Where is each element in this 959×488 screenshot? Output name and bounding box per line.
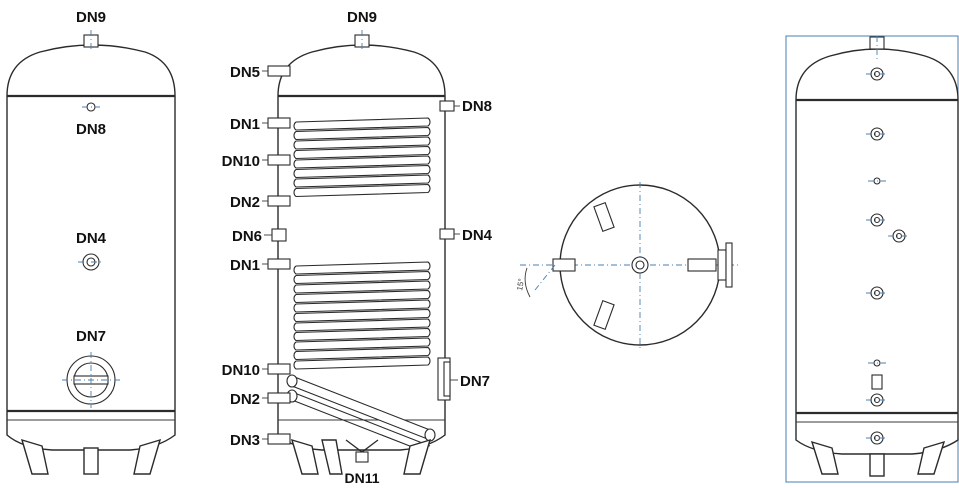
port-center-lines	[866, 73, 910, 439]
label-dn9: DN9	[347, 9, 377, 26]
external-flange-plate	[725, 242, 733, 288]
label-dn1-top: DN1	[230, 116, 260, 133]
coil-loop	[293, 155, 431, 169]
label-dn7: DN7	[76, 328, 106, 345]
external-flange	[717, 249, 727, 281]
coil-loop	[293, 356, 431, 370]
label-dn4: DN4	[462, 227, 493, 244]
leader-lines	[262, 70, 460, 440]
label-dn8: DN8	[76, 121, 106, 138]
coil-loop	[293, 289, 431, 304]
leg-right	[403, 438, 432, 475]
tank-shell	[6, 44, 176, 451]
label-dn2-bottom: DN2	[230, 391, 260, 408]
tank-section-view: DN9 DN5 DN8 DN1 DN10 DN2 DN6 DN4 DN1 DN1…	[222, 9, 493, 486]
leg-right	[133, 438, 162, 475]
coil-loop	[293, 337, 431, 351]
coil-loop	[293, 174, 431, 188]
side-ports	[870, 67, 906, 445]
leg-center	[869, 453, 885, 477]
coil-loop	[293, 126, 431, 141]
coil-loop	[293, 318, 431, 332]
upper-coil	[293, 117, 431, 198]
coil-loop	[293, 346, 431, 361]
side-port	[552, 258, 576, 272]
label-dn9: DN9	[76, 9, 106, 26]
left-nozzles	[267, 65, 291, 445]
angle-arc	[524, 267, 531, 298]
side-port	[687, 258, 717, 272]
leg-left	[290, 438, 319, 475]
coil-loop	[293, 270, 431, 285]
tank-side-view	[785, 35, 959, 483]
right-nozzles	[437, 100, 455, 401]
coil-loop	[293, 117, 431, 131]
label-dn4: DN4	[76, 230, 107, 247]
label-dn7: DN7	[460, 373, 490, 390]
coil-loop	[293, 261, 431, 275]
coil-loop	[293, 308, 431, 323]
center-port-inner	[635, 260, 645, 270]
leg-left	[810, 440, 839, 475]
angle-line	[534, 264, 556, 291]
leg-right	[917, 440, 946, 475]
leg-front	[321, 439, 343, 475]
leg-center	[83, 447, 99, 475]
inlet-port	[593, 202, 615, 232]
drain-nozzle	[355, 451, 369, 463]
label-dn2-top: DN2	[230, 194, 260, 211]
label-dn1-bottom: DN1	[230, 257, 260, 274]
label-dn11: DN11	[344, 470, 379, 486]
inlet-port	[593, 300, 615, 330]
angle-label: 15°	[515, 278, 526, 291]
label-dn5: DN5	[230, 64, 260, 81]
coil-loop	[293, 164, 431, 179]
coil-loop	[293, 280, 431, 294]
label-dn10-top: DN10	[222, 153, 260, 170]
tank-top-view: 15°	[515, 182, 740, 350]
diagonal-coil	[286, 374, 436, 451]
coil-loop	[293, 145, 431, 160]
coil-loop	[293, 327, 431, 342]
leg-left	[20, 438, 49, 475]
label-dn10-bottom: DN10	[222, 362, 260, 379]
coil-loop	[293, 136, 431, 150]
label-dn3: DN3	[230, 432, 260, 449]
tank-front-view: DN9 DN8 DN4 DN7	[6, 9, 176, 475]
coil-loop	[293, 299, 431, 313]
label-dn8: DN8	[462, 98, 492, 115]
lower-coil	[293, 261, 431, 370]
coil-loop	[293, 183, 431, 198]
label-dn6: DN6	[232, 228, 262, 245]
tank-shell	[795, 48, 959, 455]
